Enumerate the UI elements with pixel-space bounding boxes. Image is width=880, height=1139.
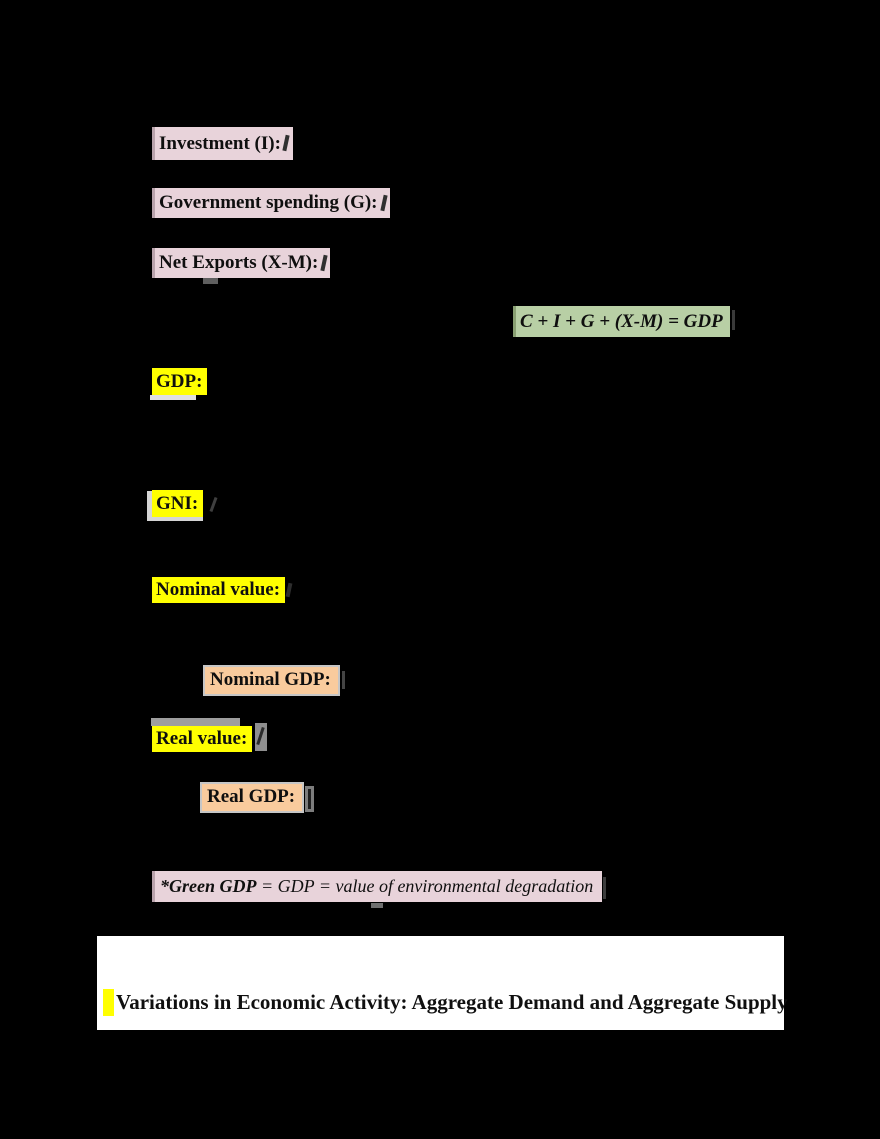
term-green-gdp: *Green GDP = GDP = value of environmenta… <box>152 871 607 908</box>
term-green-gdp-term: *Green GDP <box>160 876 257 896</box>
term-net-exports: Net Exports (X-M): <box>152 248 331 284</box>
term-nominal-value: Nominal value: <box>152 577 293 603</box>
hidden-text-ghost <box>320 254 328 272</box>
gdp-formula: C + I + G + (X-M) = GDP <box>513 306 735 337</box>
hidden-text-ghost <box>255 723 268 751</box>
hidden-text-ghost <box>603 877 607 899</box>
term-nominal-gdp: Nominal GDP: <box>203 665 345 696</box>
hidden-text-ghost <box>151 718 240 726</box>
term-government-spending-label: Government spending (G): <box>159 192 378 213</box>
term-real-gdp: Real GDP: <box>200 782 315 813</box>
term-real-value-label: Real value: <box>156 728 248 749</box>
highlight-mark <box>103 989 114 1016</box>
term-gdp: GDP: <box>150 368 208 400</box>
term-government-spending: Government spending (G): <box>152 188 390 218</box>
section-heading: Variations in Economic Activity: Aggrega… <box>116 990 788 1014</box>
gdp-formula-label: C + I + G + (X-M) = GDP <box>520 311 723 332</box>
term-investment: Investment (I): <box>152 127 293 160</box>
term-green-gdp-definition: = GDP = value of environmental degradati… <box>256 876 594 896</box>
hidden-text-ghost <box>731 310 735 330</box>
term-gdp-label: GDP: <box>156 371 203 392</box>
hidden-text-ghost <box>256 726 266 746</box>
term-nominal-value-label: Nominal value: <box>156 579 281 600</box>
hidden-text-ghost <box>285 582 293 598</box>
hidden-text-ghost <box>371 903 383 908</box>
hidden-text-ghost <box>147 517 203 521</box>
hidden-text-ghost <box>203 278 218 284</box>
term-gni-label: GNI: <box>156 493 199 514</box>
hidden-text-ghost <box>147 491 152 518</box>
term-net-exports-label: Net Exports (X-M): <box>159 252 319 273</box>
hidden-text-ghost <box>150 395 196 400</box>
term-investment-label: Investment (I): <box>159 133 281 154</box>
hidden-text-ghost <box>379 194 388 212</box>
hidden-text-ghost <box>308 789 312 809</box>
hidden-text-ghost <box>209 496 218 513</box>
hidden-text-ghost <box>341 671 345 689</box>
hidden-text-ghost <box>282 134 290 152</box>
term-real-gdp-label: Real GDP: <box>207 786 296 807</box>
term-gni: GNI: <box>147 490 218 521</box>
term-real-value: Real value: <box>151 718 268 752</box>
term-nominal-gdp-label: Nominal GDP: <box>210 669 331 690</box>
document-page-strip <box>97 936 784 1030</box>
hidden-text-ghost <box>305 786 315 812</box>
